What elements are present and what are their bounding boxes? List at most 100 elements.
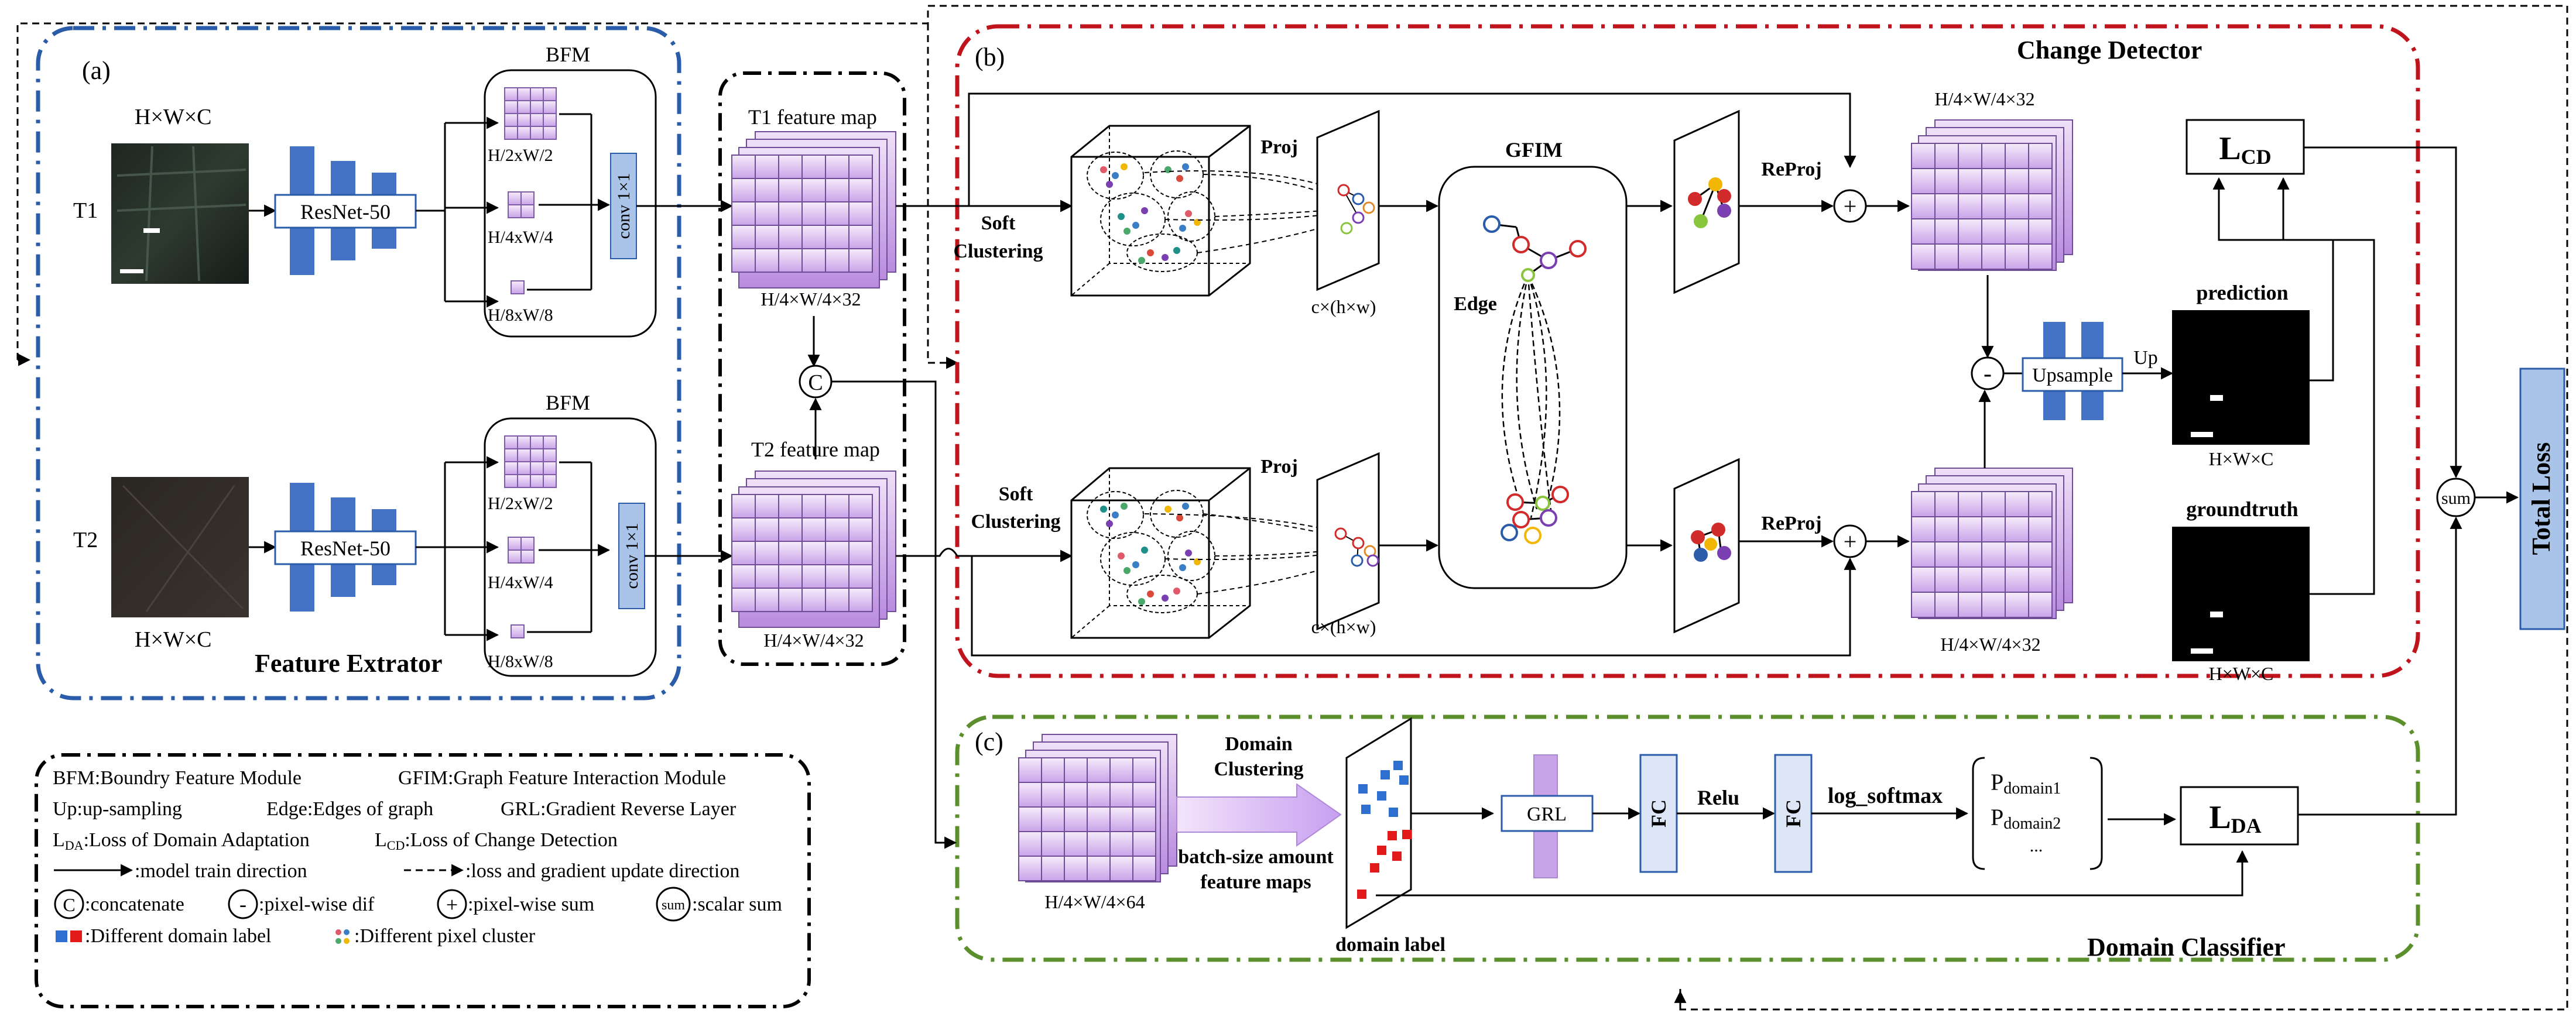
t2-feature-map-dims: H/4×W/4×32	[763, 630, 864, 651]
batch-size-line2: feature maps	[1200, 871, 1311, 893]
feature-extractor-frame	[36, 26, 681, 700]
legend-up: Up:up-sampling	[53, 798, 182, 820]
legend-concat-icon-text: C	[63, 894, 75, 915]
domain-clustering-line1: Domain	[1225, 733, 1292, 755]
out-map-dims-t1: H/4×W/4×32	[1934, 88, 2034, 109]
fc-box-2	[1774, 754, 1813, 873]
legend-pixel-cluster: :Different pixel cluster	[354, 925, 536, 947]
relu-label: Relu	[1697, 786, 1739, 809]
t1-feature-map-title: T1 feature map	[748, 105, 877, 129]
domain-clustering-arrow	[1176, 783, 1342, 847]
legend-ssum-icon	[656, 887, 691, 922]
legend-concat-icon	[54, 889, 84, 919]
conv-box-t1	[610, 153, 637, 259]
t1-feature-map-dims: H/4×W/4×32	[761, 289, 861, 310]
bfm-grid-mid-t1	[508, 191, 535, 218]
log-softmax-label: log_softmax	[1828, 784, 1943, 808]
t2-feature-grid	[731, 494, 873, 612]
reproj-label-t1: ReProj	[1761, 159, 1821, 180]
proj-plane-t2	[1316, 452, 1380, 631]
t1-image	[111, 143, 249, 284]
gfim-graph: Edge	[1454, 215, 1587, 544]
t1-feature-grid	[731, 154, 873, 273]
bfm-grid-large-t2	[504, 435, 557, 488]
upsample-label: Upsample	[2032, 365, 2113, 386]
t2-input-dims: H×W×C	[135, 627, 212, 652]
prediction-title: prediction	[2196, 281, 2288, 304]
conv-label-t2: conv 1×1	[622, 523, 642, 589]
gfim-box	[1438, 166, 1628, 589]
total-loss-label: Total Loss	[2527, 442, 2556, 555]
pixel-diff-symbol-label: -	[1984, 360, 1992, 387]
conv-label-t1: conv 1×1	[614, 173, 633, 239]
legend-ssum: :scalar sum	[692, 894, 782, 915]
concat-symbol-label: C	[808, 370, 823, 395]
panel-a-label: (a)	[82, 56, 111, 85]
domain-probabilities: Pdomain1 Pdomain2 ...	[1972, 757, 2103, 870]
legend-psum: :pixel-wise sum	[468, 894, 594, 915]
proj-dims-t2: c×(h×w)	[1311, 616, 1376, 637]
resnet-box-t2	[274, 530, 417, 565]
panel-c-label: (c)	[975, 727, 1003, 756]
legend-loss-dir: :loss and gradient update direction	[465, 860, 739, 882]
domain-label-plane	[1345, 717, 1412, 929]
t2-image	[111, 477, 249, 617]
outer-loss-loop	[16, 5, 2568, 1011]
scale3-t2: H/8xW/8	[488, 652, 553, 671]
soft-cluster-cube-t1	[1070, 125, 1365, 297]
legend-lcd: LCD:Loss of Change Detection	[375, 829, 618, 853]
pixel-sum-t2-symbol: +	[1844, 528, 1857, 555]
legend-grl: GRL:Gradient Reverse Layer	[501, 798, 737, 820]
batch-size-line1: batch-size amount	[1178, 846, 1334, 868]
soft-cluster-cube-t2	[1070, 467, 1365, 639]
up-label: Up	[2133, 347, 2158, 369]
bfm-box-t2	[484, 417, 657, 677]
prediction-dims: H×W×C	[2209, 448, 2274, 469]
conv-box-t2	[618, 503, 645, 609]
legend-diff-icon-text: -	[239, 892, 246, 916]
domain-feature-map: H/4×W/4×64	[1018, 734, 1177, 912]
feature-extractor-title: Feature Extrator	[255, 649, 443, 678]
resnet-label-t1: ResNet-50	[300, 200, 390, 224]
legend-edge: Edge:Edges of graph	[266, 798, 433, 820]
gfim-title: GFIM	[1505, 138, 1563, 162]
clustering-label-t2: Clustering	[971, 511, 1061, 533]
out-feature-map-t1	[1911, 119, 2073, 271]
legend-gfim: GFIM:Graph Feature Interaction Module	[398, 767, 726, 789]
clustering-label-t1: Clustering	[954, 241, 1043, 262]
resnet-label-t2: ResNet-50	[300, 537, 390, 560]
upsample-box	[2022, 357, 2123, 392]
proj-plane-t1	[1316, 109, 1380, 291]
proj-label-t2: Proj	[1260, 456, 1298, 478]
proj-label-t1: Proj	[1260, 136, 1298, 158]
out-map-dims-t2: H/4×W/4×32	[1940, 634, 2040, 655]
reproj-plane-t1	[1673, 109, 1740, 294]
legend: BFM:Boundry Feature Module GFIM:Graph Fe…	[53, 767, 782, 947]
loss-da-label: LDA	[2209, 799, 2261, 837]
scale1-t2: H/2xW/2	[488, 494, 553, 513]
domain-feature-map-dims: H/4×W/4×64	[1044, 891, 1145, 912]
legend-domain-red	[70, 930, 82, 942]
scale2-t2: H/4xW/4	[488, 573, 553, 592]
t2-feature-map-title: T2 feature map	[751, 438, 880, 461]
legend-domain-label: :Different domain label	[85, 925, 271, 947]
t1-label: T1	[73, 198, 98, 223]
domain-label-caption: domain label	[1335, 934, 1445, 956]
domain-classifier-title: Domain Classifier	[2087, 933, 2286, 961]
pixel-sum-t1-symbol: +	[1844, 193, 1857, 219]
loss-da-box	[2180, 786, 2299, 846]
groundtruth-dims: H×W×C	[2209, 663, 2274, 684]
legend-diff: :pixel-wise dif	[259, 894, 375, 915]
p-ellipsis: ...	[2030, 836, 2043, 856]
out-feature-map-t2	[1911, 468, 2073, 619]
bfm-grid-large-t1	[504, 87, 557, 140]
soft-label-t2: Soft	[999, 483, 1033, 505]
proj-dims-t1: c×(h×w)	[1311, 296, 1376, 317]
loss-cd-box	[2186, 119, 2305, 175]
groundtruth-image	[2172, 527, 2310, 661]
grl-label: GRL	[1527, 803, 1567, 825]
change-detector-frame	[955, 24, 2420, 678]
scalar-sum-label: sum	[2441, 489, 2471, 508]
fc-label-2: FC	[1782, 799, 1805, 827]
legend-diff-icon	[228, 889, 258, 919]
